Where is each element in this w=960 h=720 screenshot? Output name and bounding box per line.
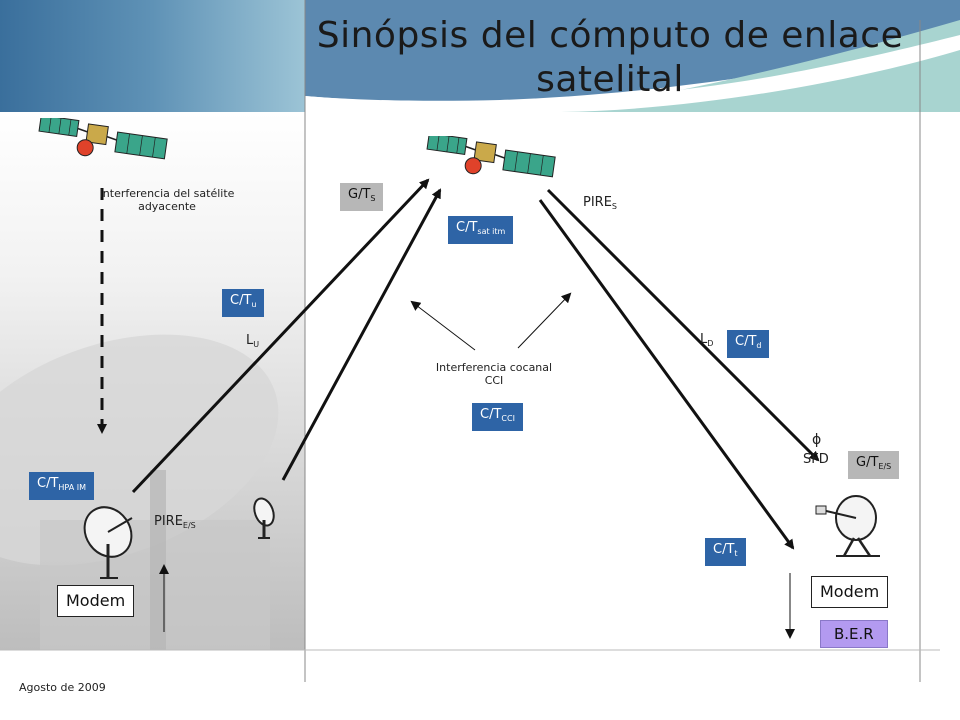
g-t-es-sub: E/S — [878, 462, 892, 471]
pire-es-label: PIREE/S — [154, 514, 196, 530]
l-d-sub: D — [707, 339, 714, 348]
c-t-t-box: C/Tt — [705, 538, 746, 566]
pire-s-main: PIRE — [583, 195, 612, 210]
c-t-hpa-box: C/THPA IM — [29, 472, 95, 500]
pire-es-main: PIRE — [154, 514, 183, 529]
l-u-label: LU — [246, 333, 259, 349]
uplink-arrow-2 — [281, 188, 442, 481]
sfd-label: SFD — [803, 452, 829, 467]
earth-station-dish-icon — [83, 506, 133, 579]
uplink-arrow-1 — [131, 178, 430, 494]
g-t-es-box: G/TE/S — [848, 451, 900, 479]
c-t-u-sub: u — [251, 300, 257, 309]
title-line-2: satelital — [536, 59, 684, 100]
downlink-arrow-2 — [546, 188, 820, 462]
g-t-s-main: G/T — [348, 187, 371, 202]
l-d-main: L — [700, 332, 708, 347]
cci-label-line-2: CCI — [484, 374, 504, 387]
main-satellite-icon — [426, 136, 556, 178]
c-t-sat-sub: sat itm — [477, 227, 506, 236]
phi-symbol: ϕ — [812, 432, 822, 448]
pire-s-label: PIRES — [583, 195, 617, 211]
receiver-dish-icon — [815, 495, 880, 557]
cci-arrow-right — [517, 292, 572, 349]
modem-left: Modem — [57, 585, 135, 617]
cci-label: Interferencia cocanal CCI — [412, 361, 576, 387]
c-t-u-main: C/T — [230, 293, 252, 308]
c-t-u-box: C/Tu — [222, 289, 265, 317]
pire-s-sub: S — [611, 202, 617, 211]
modem-right: Modem — [811, 576, 889, 608]
c-t-hpa-main: C/T — [37, 476, 59, 491]
cci-label-line-1: Interferencia cocanal — [435, 361, 553, 374]
g-t-s-box: G/TS — [340, 183, 384, 211]
c-t-sat-main: C/T — [456, 220, 478, 235]
downlink-arrow-1 — [538, 199, 795, 550]
l-d-label: LD — [700, 332, 713, 348]
cci-arrow-left — [410, 300, 476, 351]
footer-date: Agosto de 2009 — [19, 681, 106, 694]
c-t-d-box: C/Td — [727, 330, 770, 358]
c-t-hpa-sub: HPA IM — [58, 483, 87, 492]
c-t-sat-box: C/Tsat itm — [448, 216, 514, 244]
title-line-1: Sinópsis del cómputo de enlace — [316, 15, 904, 56]
c-t-t-sub: t — [734, 549, 738, 558]
l-u-main: L — [246, 333, 254, 348]
l-u-sub: U — [253, 340, 260, 349]
g-t-es-main: G/T — [856, 455, 879, 470]
c-t-cci-box: C/TCCI — [472, 403, 523, 431]
c-t-cci-main: C/T — [480, 407, 502, 422]
ber-box: B.E.R — [820, 620, 888, 648]
c-t-d-main: C/T — [735, 334, 757, 349]
remote-dish-icon — [253, 497, 275, 539]
c-t-t-main: C/T — [713, 542, 735, 557]
header-banner — [0, 0, 305, 112]
c-t-d-sub: d — [756, 341, 762, 350]
adjacent-satellite-icon — [38, 118, 168, 160]
pire-es-sub: E/S — [182, 521, 196, 530]
adjacent-interference-label: Interferencia del satélite adyacente — [99, 187, 235, 213]
g-t-s-sub: S — [370, 194, 376, 203]
page-title: Sinópsis del cómputo de enlace satelital — [300, 14, 920, 102]
c-t-cci-sub: CCI — [501, 414, 515, 423]
